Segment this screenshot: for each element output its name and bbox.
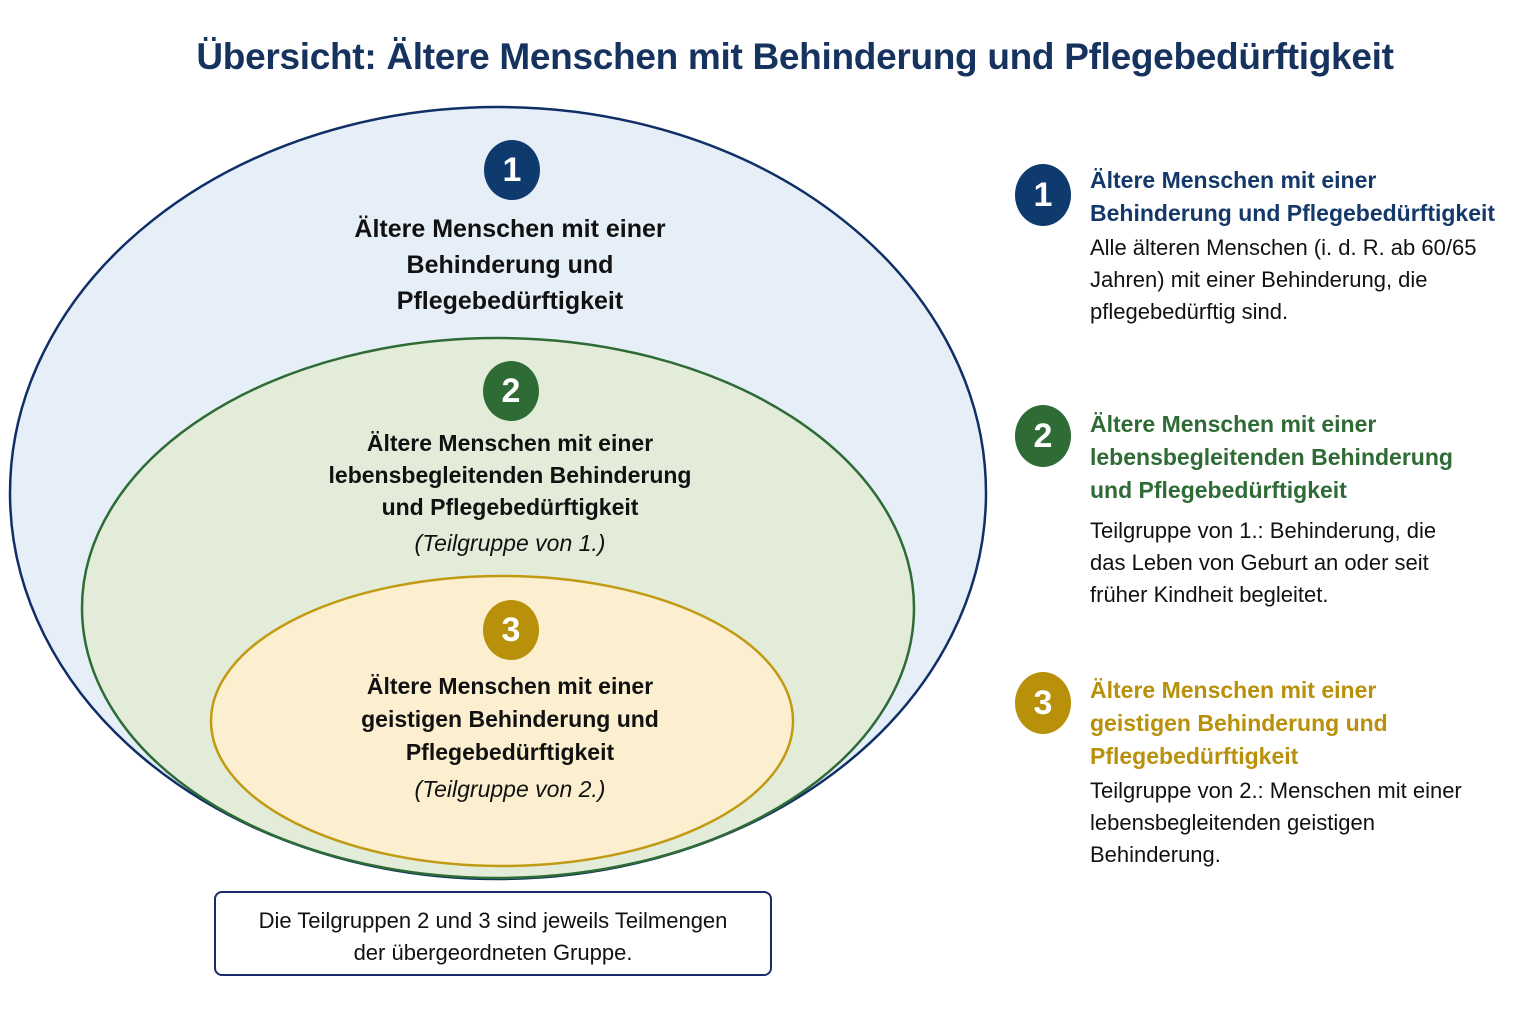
label-line: und Pflegebedürftigkeit bbox=[381, 494, 639, 520]
label-line: Ältere Menschen mit einer bbox=[354, 215, 666, 243]
legend-description: Teilgruppe von 2.: Menschen mit einer le… bbox=[1090, 775, 1530, 871]
subset-note: (Teilgruppe von 1.) bbox=[414, 530, 606, 556]
legend-title: Ältere Menschen mit einer lebensbegleite… bbox=[1090, 408, 1530, 507]
legend-desc-line: Teilgruppe von 2.: Menschen mit einer bbox=[1090, 778, 1462, 803]
legend-desc-line: Alle älteren Menschen (i. d. R. ab 60/65 bbox=[1090, 235, 1477, 260]
legend-title: Ältere Menschen mit einer Behinderung un… bbox=[1090, 164, 1530, 230]
group-3-badge: 3 bbox=[483, 600, 539, 660]
legend-desc-line: Teilgruppe von 1.: Behinderung, die bbox=[1090, 518, 1437, 543]
legend-desc-line: das Leben von Geburt an oder seit bbox=[1090, 550, 1429, 575]
legend-title-line: Behinderung und Pflegebedürftigkeit bbox=[1090, 200, 1496, 226]
note-line: der übergeordneten Gruppe. bbox=[353, 940, 633, 965]
subset-note: (Teilgruppe von 2.) bbox=[414, 776, 606, 802]
legend-2-badge: 2 bbox=[1015, 405, 1071, 467]
group-3-label: Ältere Menschen mit einer geistigen Behi… bbox=[280, 670, 740, 806]
legend-title-line: Ältere Menschen mit einer bbox=[1090, 167, 1377, 193]
legend-1-badge: 1 bbox=[1015, 164, 1071, 226]
legend-title-line: Ältere Menschen mit einer bbox=[1090, 677, 1377, 703]
legend-title: Ältere Menschen mit einer geistigen Behi… bbox=[1090, 674, 1530, 773]
legend-item-3: Ältere Menschen mit einer geistigen Behi… bbox=[1090, 674, 1530, 871]
group-1-badge: 1 bbox=[484, 140, 540, 200]
legend-title-line: Pflegebedürftigkeit bbox=[1090, 743, 1299, 769]
label-line: Behinderung und bbox=[406, 251, 614, 279]
group-3-ellipse bbox=[209, 574, 795, 868]
legend-desc-line: Jahren) mit einer Behinderung, die bbox=[1090, 267, 1428, 292]
legend-desc-line: Behinderung. bbox=[1090, 842, 1221, 867]
note-line: Die Teilgruppen 2 und 3 sind jeweils Tei… bbox=[258, 908, 728, 933]
legend-desc-line: lebensbegleitenden geistigen bbox=[1090, 810, 1376, 835]
legend-title-line: Ältere Menschen mit einer bbox=[1090, 411, 1377, 437]
legend-desc-line: früher Kindheit begleitet. bbox=[1090, 582, 1329, 607]
legend-desc-line: pflegebedürftig sind. bbox=[1090, 299, 1289, 324]
group-2-label: Ältere Menschen mit einer lebensbegleite… bbox=[280, 427, 740, 559]
label-line: Pflegebedürftigkeit bbox=[405, 739, 615, 765]
legend-title-line: lebensbegleitenden Behinderung bbox=[1090, 444, 1453, 470]
legend-description: Teilgruppe von 1.: Behinderung, die das … bbox=[1090, 515, 1530, 611]
legend-item-2: Ältere Menschen mit einer lebensbegleite… bbox=[1090, 408, 1530, 611]
page-title: Übersicht: Ältere Menschen mit Behinderu… bbox=[196, 36, 1394, 77]
legend-title-line: geistigen Behinderung und bbox=[1090, 710, 1388, 736]
legend-description: Alle älteren Menschen (i. d. R. ab 60/65… bbox=[1090, 232, 1530, 328]
label-line: Ältere Menschen mit einer bbox=[366, 430, 654, 456]
legend-item-1: Ältere Menschen mit einer Behinderung un… bbox=[1090, 164, 1530, 328]
legend-title-line: und Pflegebedürftigkeit bbox=[1090, 477, 1347, 503]
note-box: Die Teilgruppen 2 und 3 sind jeweils Tei… bbox=[214, 891, 772, 976]
label-line: geistigen Behinderung und bbox=[361, 706, 659, 732]
group-1-label: Ältere Menschen mit einer Behinderung un… bbox=[300, 211, 720, 319]
label-line: Ältere Menschen mit einer bbox=[366, 673, 654, 699]
group-2-badge: 2 bbox=[483, 361, 539, 421]
label-line: lebensbegleitenden Behinderung bbox=[328, 462, 692, 488]
label-line: Pflegebedürftigkeit bbox=[396, 287, 624, 315]
legend-3-badge: 3 bbox=[1015, 672, 1071, 734]
